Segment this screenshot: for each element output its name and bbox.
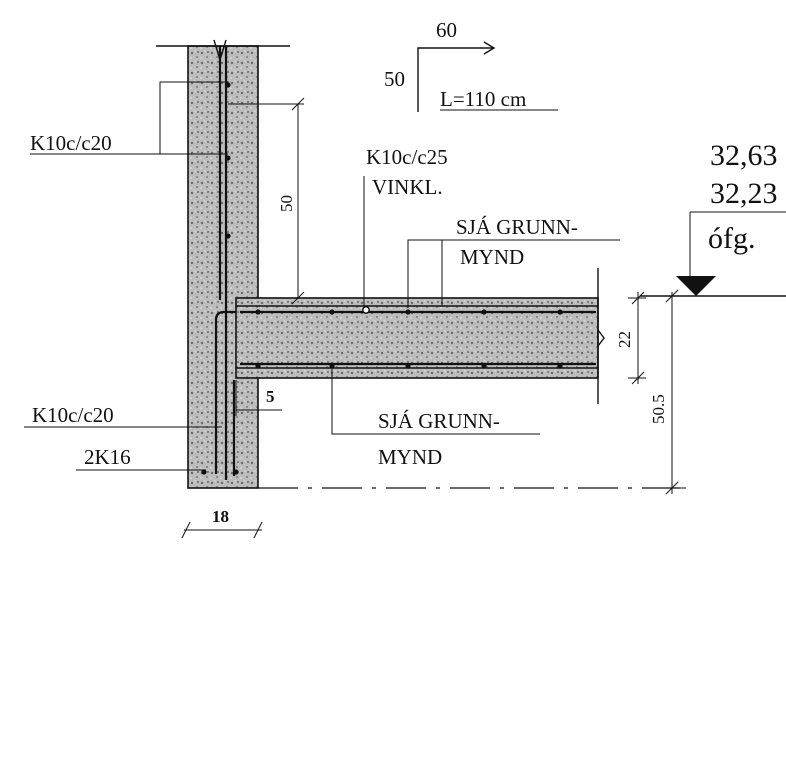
bar-shape-top-text: 60 (436, 18, 457, 42)
slab-top-note: SJÁ GRUNN- MYND (407, 215, 620, 308)
bar-length-text: L=110 cm (440, 87, 526, 111)
bar-shape-side-text: 50 (384, 67, 405, 91)
bar-shape-diagram: 60 50 L=110 cm (384, 18, 558, 112)
slab-top-note-line2: MYND (460, 245, 524, 269)
bottom-bars-text: 2K16 (84, 445, 131, 469)
slab-bottom-note-line2: MYND (378, 445, 442, 469)
slab-top-note-line1: SJÁ GRUNN- (456, 215, 578, 239)
dimension-wall-thickness-text: 18 (212, 507, 229, 526)
wall-rebar-lower-text: K10c/c20 (32, 403, 114, 427)
corner-rebar-callout: K10c/c25 VINKL. (363, 145, 448, 306)
corner-rebar-type-text: VINKL. (372, 175, 443, 199)
dimension-vertical-bar: 50 (228, 97, 305, 305)
level-abbrev-text: ófg. (708, 222, 756, 255)
dimension-cover-text: 5 (266, 387, 275, 406)
slab-bottom-note: SJÁ GRUNN- MYND (331, 366, 540, 469)
dimension-slab-thickness-text: 22 (615, 331, 634, 348)
dimension-cover: 5 (235, 380, 282, 416)
level-2-text: 32,23 (710, 177, 778, 210)
bottom-bars-callout: 2K16 (76, 445, 206, 471)
wall-section (156, 39, 300, 489)
wall-rebar-upper-text: K10c/c20 (30, 131, 112, 155)
wall-rebar-upper-callout: K10c/c20 (30, 81, 228, 155)
dimension-total-height: 50.5 (649, 289, 686, 495)
dimension-vertical-bar-text: 50 (277, 195, 296, 212)
dimension-slab-thickness: 22 (615, 291, 646, 385)
level-marker: 32,63 32,23 ófg. (640, 139, 786, 297)
slab-bottom-note-line1: SJÁ GRUNN- (378, 409, 500, 433)
slab-section (201, 82, 605, 475)
dimension-wall-thickness: 18 (181, 507, 263, 539)
wall-rebar-lower-callout: K10c/c20 (24, 403, 222, 428)
corner-rebar-text: K10c/c25 (366, 145, 448, 169)
dimension-total-height-text: 50.5 (649, 394, 668, 424)
level-1-text: 32,63 (710, 139, 778, 172)
